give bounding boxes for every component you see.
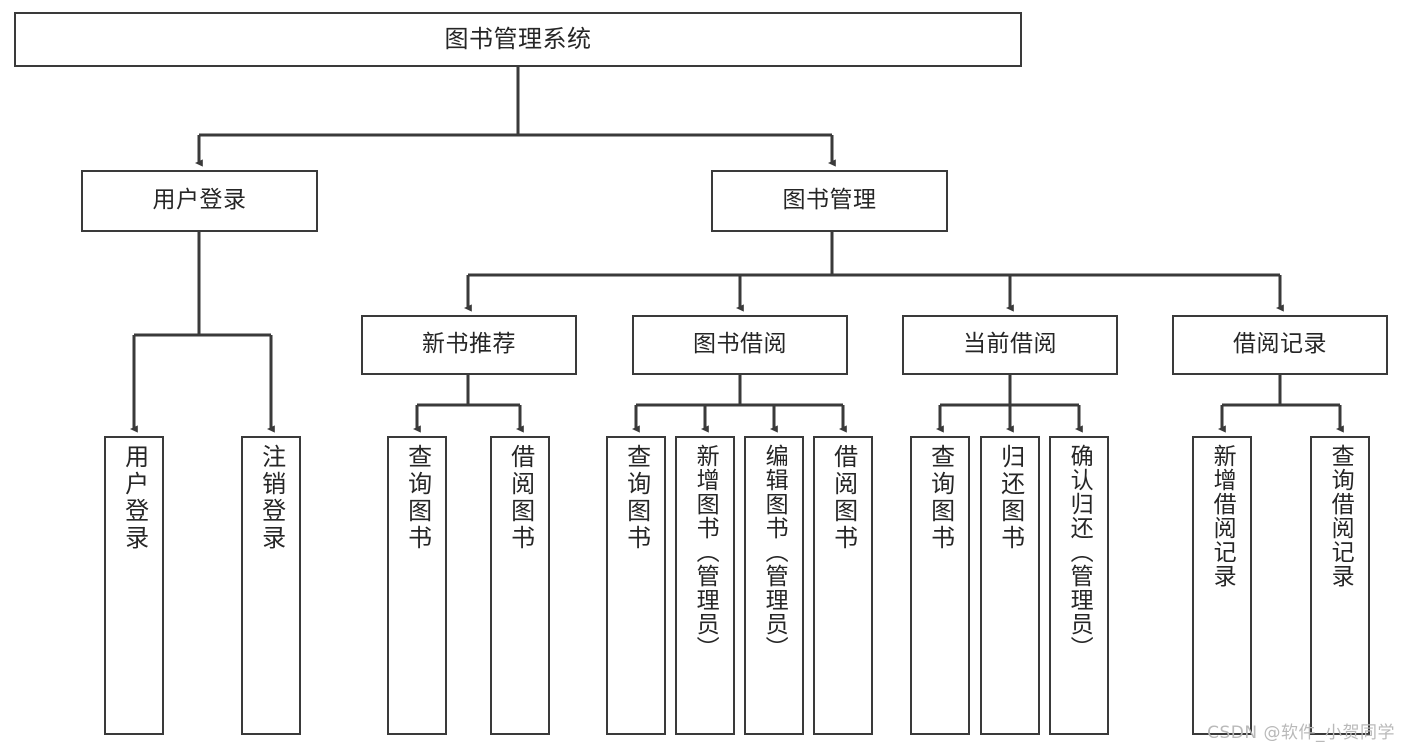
node-new-book-recommend-label: 新书推荐	[422, 331, 516, 358]
node-leaf-borrow-book-2-label: 借阅图书	[829, 444, 858, 552]
node-leaf-query-record[interactable]: 查询借阅记录	[1310, 436, 1370, 735]
node-leaf-query-book-2[interactable]: 查询图书	[606, 436, 666, 735]
node-book-manage-label: 图书管理	[782, 187, 877, 214]
node-leaf-user-logout[interactable]: 注销登录	[241, 436, 301, 735]
node-leaf-query-book-2-label: 查询图书	[622, 444, 651, 552]
node-leaf-borrow-book-2[interactable]: 借阅图书	[813, 436, 873, 735]
node-borrow-record-label: 借阅记录	[1233, 331, 1327, 358]
node-leaf-add-record[interactable]: 新增借阅记录	[1192, 436, 1252, 735]
node-leaf-query-record-label: 查询借阅记录	[1327, 444, 1354, 588]
node-leaf-query-book-1-label: 查询图书	[403, 444, 432, 552]
node-leaf-borrow-book-1-label: 借阅图书	[506, 444, 535, 552]
node-root[interactable]: 图书管理系统	[14, 12, 1022, 67]
node-leaf-add-record-label: 新增借阅记录	[1209, 444, 1236, 588]
node-leaf-query-book-3[interactable]: 查询图书	[910, 436, 970, 735]
node-user-login-label: 用户登录	[152, 187, 247, 214]
node-book-manage[interactable]: 图书管理	[711, 170, 948, 232]
node-leaf-add-book-label: 新增图书（管理员）	[692, 444, 719, 660]
node-leaf-user-login[interactable]: 用户登录	[104, 436, 164, 735]
node-leaf-confirm-return-label: 确认归还（管理员）	[1066, 444, 1093, 660]
node-current-borrow-label: 当前借阅	[963, 331, 1057, 358]
node-new-book-recommend[interactable]: 新书推荐	[361, 315, 577, 375]
node-leaf-edit-book[interactable]: 编辑图书（管理员）	[744, 436, 804, 735]
node-leaf-user-login-label: 用户登录	[120, 444, 149, 552]
node-book-borrow[interactable]: 图书借阅	[632, 315, 848, 375]
node-leaf-borrow-book-1[interactable]: 借阅图书	[490, 436, 550, 735]
node-leaf-query-book-1[interactable]: 查询图书	[387, 436, 447, 735]
node-leaf-edit-book-label: 编辑图书（管理员）	[761, 444, 788, 660]
node-root-label: 图书管理系统	[444, 25, 592, 54]
node-leaf-query-book-3-label: 查询图书	[926, 444, 955, 552]
node-leaf-add-book[interactable]: 新增图书（管理员）	[675, 436, 735, 735]
node-user-login[interactable]: 用户登录	[81, 170, 318, 232]
node-leaf-user-logout-label: 注销登录	[257, 444, 286, 552]
node-current-borrow[interactable]: 当前借阅	[902, 315, 1118, 375]
node-leaf-confirm-return[interactable]: 确认归还（管理员）	[1049, 436, 1109, 735]
node-leaf-return-book[interactable]: 归还图书	[980, 436, 1040, 735]
node-leaf-return-book-label: 归还图书	[996, 444, 1025, 552]
node-borrow-record[interactable]: 借阅记录	[1172, 315, 1388, 375]
node-book-borrow-label: 图书借阅	[693, 331, 787, 358]
csdn-watermark: CSDN @软件_小贺同学	[1207, 723, 1395, 743]
